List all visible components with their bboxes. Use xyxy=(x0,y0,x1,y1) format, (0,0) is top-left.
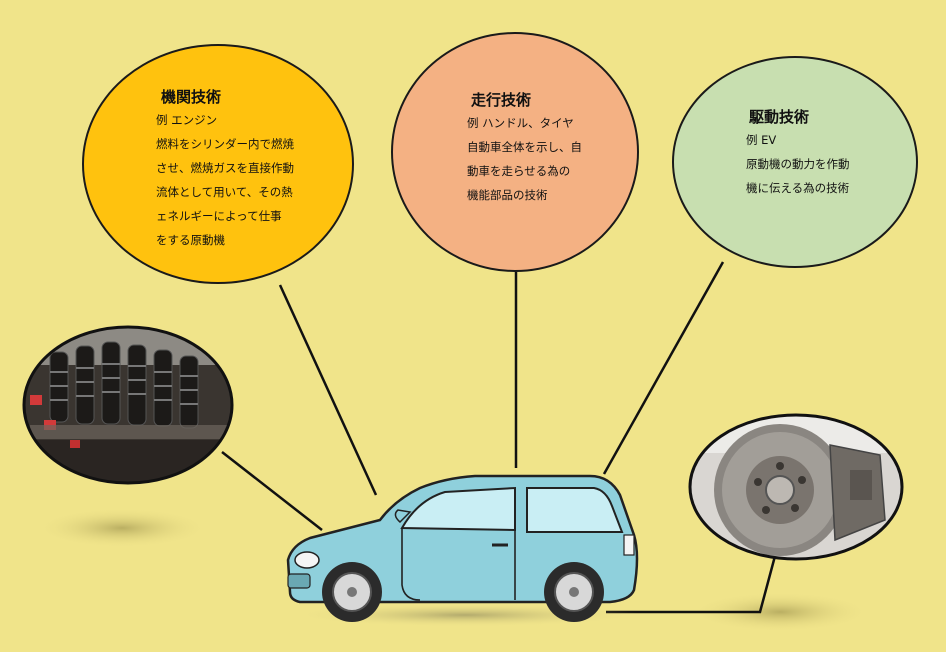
connector-photo-left xyxy=(221,451,323,531)
engine-line-5: ェネルギーによって仕事 xyxy=(156,209,282,223)
drive-technology-bubble xyxy=(672,56,918,268)
drive-technology-title: 駆動技術 xyxy=(749,108,810,126)
engine-valvetrain-photo xyxy=(22,325,234,485)
drive-line-3: 機に伝える為の技術 xyxy=(746,181,850,195)
photo-left-shadow xyxy=(36,508,208,548)
travel-technology-title: 走行技術 xyxy=(471,91,532,109)
connector-photo-right xyxy=(606,555,777,614)
engine-line-1: 例 エンジン xyxy=(156,113,218,127)
engine-technology-title: 機関技術 xyxy=(161,88,222,106)
travel-technology-bubble xyxy=(391,32,639,272)
travel-line-1: 例 ハンドル、タイヤ xyxy=(467,116,574,130)
drive-line-1: 例 EV xyxy=(746,133,777,147)
engine-technology-bubble xyxy=(82,44,354,284)
engine-line-6: をする原動機 xyxy=(156,233,225,247)
engine-line-4: 流体として用いて、その熱 xyxy=(156,185,293,199)
travel-line-4: 機能部品の技術 xyxy=(467,188,548,202)
travel-line-3: 動車を走らせる為の xyxy=(467,164,571,178)
brake-disc-photo xyxy=(688,413,904,561)
connector-engine xyxy=(278,284,378,496)
engine-line-3: させ、燃焼ガスを直接作動 xyxy=(156,161,294,175)
photo-right-shadow xyxy=(690,592,870,632)
engine-line-2: 燃料をシリンダー内で燃焼 xyxy=(156,137,294,151)
drive-line-2: 原動機の動力を作動 xyxy=(746,157,850,171)
car-illustration xyxy=(286,474,640,627)
connector-drive xyxy=(602,261,725,475)
travel-line-2: 自動車全体を示し、自 xyxy=(467,140,582,154)
